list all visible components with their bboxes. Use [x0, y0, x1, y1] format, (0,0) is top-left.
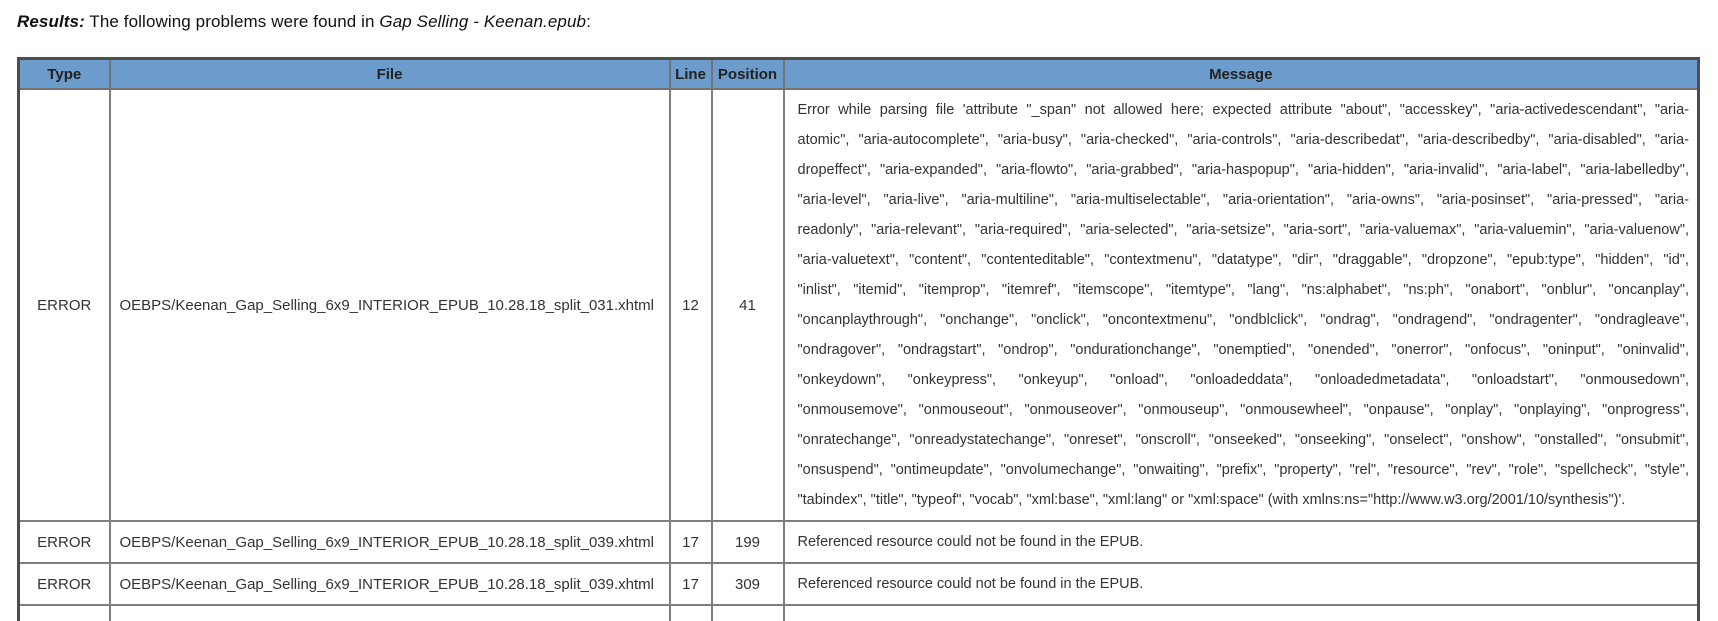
message-line: "inlist", "itemid", "itemprop", "itemref…: [797, 282, 1690, 298]
message-line: atomic", "aria-autocomplete", "aria-busy…: [797, 132, 1690, 148]
message-line: Referenced resource could not be found i…: [797, 534, 1144, 550]
cell-message: Referenced resource could not be found i…: [782, 562, 1700, 606]
message-line: readonly", "aria-relevant", "aria-requir…: [797, 222, 1690, 238]
cell-position: 309: [710, 562, 785, 606]
cell-line: 12: [668, 88, 713, 522]
cell-line: 17: [668, 520, 713, 564]
message-line: "oncanplaythrough", "onchange", "onclick…: [797, 312, 1690, 328]
cell-message: Referenced resource could not be found i…: [782, 520, 1700, 564]
message-line: "aria-level", "aria-live", "aria-multili…: [797, 192, 1690, 208]
message-line: Referenced resource could not be found i…: [797, 576, 1144, 592]
message-line: "tabindex", "title", "typeof", "vocab", …: [797, 492, 1626, 508]
cell-type: ERROR: [17, 88, 111, 522]
cell-type: ERROR: [17, 562, 111, 606]
cell-position: 199: [710, 520, 785, 564]
cell-message: Error while parsing file 'attribute "_sp…: [782, 88, 1700, 522]
message-line: "onkeydown", "onkeypress", "onkeyup", "o…: [797, 372, 1690, 388]
message-line: "aria-valuetext", "content", "contentedi…: [797, 252, 1690, 268]
message-line: "onmousemove", "onmouseout", "onmouseove…: [797, 402, 1690, 418]
column-header-file: File: [108, 57, 671, 90]
results-label: Results:: [17, 12, 85, 31]
results-heading: Results: The following problems were fou…: [17, 12, 1718, 32]
message-line: "ondragover", "ondragstart", "ondrop", "…: [797, 342, 1690, 358]
cell-type: ERROR: [17, 520, 111, 564]
table-header-row: Type File Line Position Message: [17, 57, 1700, 90]
cell-position: 41: [710, 88, 785, 522]
results-suffix: :: [586, 12, 591, 31]
message-line: dropeffect", "aria-expanded", "aria-flow…: [797, 162, 1690, 178]
cell-file: OEBPS/Keenan_Gap_Selling_6x9_INTERIOR_EP…: [108, 562, 671, 606]
cell-position: [710, 604, 785, 621]
column-header-type: Type: [17, 57, 111, 90]
results-text: The following problems were found in: [84, 12, 380, 31]
cell-line: 17: [668, 562, 713, 606]
cell-type: [17, 604, 111, 621]
column-header-message: Message: [782, 57, 1700, 90]
table-row: [17, 604, 1700, 621]
epub-filename: Gap Selling - Keenan.epub: [379, 12, 587, 31]
message-line: Error while parsing file 'attribute "_sp…: [797, 102, 1690, 118]
column-header-line: Line: [668, 57, 713, 90]
column-header-position: Position: [710, 57, 785, 90]
cell-file: OEBPS/Keenan_Gap_Selling_6x9_INTERIOR_EP…: [108, 88, 671, 522]
cell-file: [108, 604, 671, 621]
cell-line: [668, 604, 713, 621]
message-line: "onsuspend", "ontimeupdate", "onvolumech…: [797, 462, 1690, 478]
cell-message: [782, 604, 1700, 621]
message-line: "onratechange", "onreadystatechange", "o…: [797, 432, 1690, 448]
cell-file: OEBPS/Keenan_Gap_Selling_6x9_INTERIOR_EP…: [108, 520, 671, 564]
